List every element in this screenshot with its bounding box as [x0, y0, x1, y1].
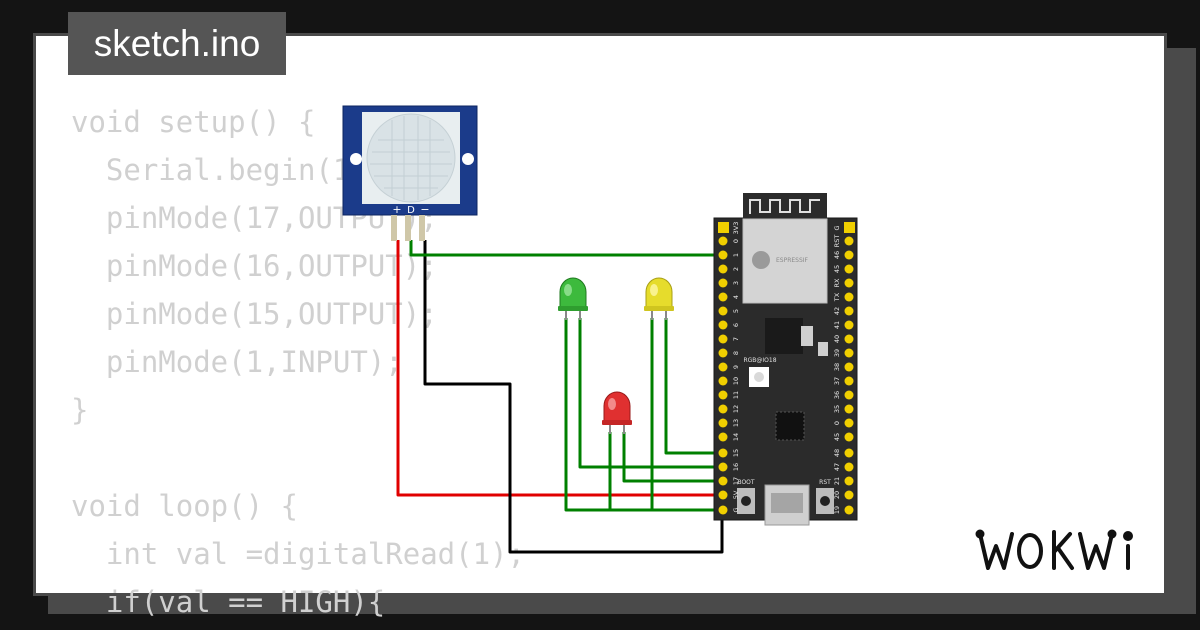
- rst-button-label: RST: [819, 479, 831, 486]
- wire-green-led-cathode[interactable]: [564, 318, 722, 512]
- code-line: if(val == HIGH){: [71, 585, 386, 619]
- pin-label: 48: [833, 449, 841, 457]
- pin-label: 1: [732, 253, 740, 257]
- pin-label: 13: [732, 419, 740, 427]
- pir-pin-gnd-label: −: [420, 203, 429, 216]
- code-line: pinMode(16,OUTPUT);: [71, 249, 438, 283]
- pin-label: 7: [732, 337, 740, 341]
- pin-label: 15: [732, 449, 740, 457]
- pin-label: G: [833, 225, 841, 230]
- led-yellow[interactable]: [644, 277, 674, 320]
- pin-label: 4: [732, 295, 740, 299]
- pin-label: 21: [833, 477, 841, 485]
- pin-label: TX: [833, 292, 841, 302]
- pin-label: 11: [732, 391, 740, 399]
- wokwi-logo: [975, 529, 1133, 570]
- pin-label: 20: [833, 491, 841, 499]
- pir-sensor[interactable]: + D −: [342, 105, 478, 241]
- pin-label: 42: [833, 307, 841, 315]
- led-red[interactable]: [602, 391, 632, 434]
- pir-pin-vcc-label: +: [392, 203, 401, 216]
- pin-label: 17: [732, 477, 740, 485]
- wire-pir-gnd[interactable]: [423, 240, 724, 554]
- pin-label: 0: [732, 239, 740, 243]
- code-line: }: [71, 393, 89, 427]
- boot-button-label: BOOT: [737, 479, 754, 486]
- pin-label: 19: [833, 506, 841, 514]
- wire-pir-data[interactable]: [409, 240, 722, 257]
- code-line: void setup() {: [71, 105, 316, 139]
- pin-label: 3: [732, 281, 740, 285]
- pir-pin-data-label: D: [407, 205, 415, 216]
- pin-label: 2: [732, 267, 740, 271]
- wire-green-led-anode[interactable]: [578, 318, 722, 469]
- pin-label: 41: [833, 321, 841, 329]
- pin-label: 12: [732, 405, 740, 413]
- pin-label: 39: [833, 349, 841, 357]
- pin-label: 0: [833, 421, 841, 425]
- wires: [396, 240, 724, 554]
- wire-pir-vcc[interactable]: [396, 240, 722, 497]
- pin-label: 35: [833, 405, 841, 413]
- code-line: int val =digitalRead(1);: [71, 537, 525, 571]
- pin-label: 46: [833, 251, 841, 259]
- pin-label: 9: [732, 365, 740, 369]
- pin-label: 3V3: [732, 222, 740, 235]
- wire-red-led-anode[interactable]: [622, 432, 722, 483]
- code-line: pinMode(1,INPUT);: [71, 345, 403, 379]
- pin-label: RX: [833, 278, 841, 288]
- pin-label: 14: [732, 433, 740, 441]
- right-pin-header: [844, 222, 855, 515]
- pin-label: 10: [732, 377, 740, 385]
- pin-label: 16: [732, 463, 740, 471]
- pin-label: 37: [833, 377, 841, 385]
- led-green[interactable]: [558, 277, 588, 320]
- pin-label: 5: [732, 309, 740, 313]
- module-label: ESPRESSIF: [776, 257, 809, 264]
- pin-label: 5V: [732, 490, 740, 499]
- esp32-s3-devkit-board[interactable]: ESPRESSIF RGB@IO18 BOOT RST: [713, 193, 858, 526]
- code-line: void loop() {: [71, 489, 298, 523]
- pin-label: 47: [833, 463, 841, 471]
- sketch-title-tab: sketch.ino: [68, 12, 286, 75]
- pin-label: 45: [833, 433, 841, 441]
- pin-label: 38: [833, 363, 841, 371]
- wire-yellow-led-anode[interactable]: [664, 318, 722, 455]
- pin-label: RST: [833, 235, 841, 248]
- rgb-led-label: RGB@IO18: [743, 357, 776, 364]
- pin-label: 45: [833, 265, 841, 273]
- left-pin-header: [718, 222, 729, 515]
- code-line: pinMode(15,OUTPUT);: [71, 297, 438, 331]
- pin-label: G: [732, 507, 740, 512]
- pin-label: 36: [833, 391, 841, 399]
- pin-label: 6: [732, 323, 740, 327]
- pin-label: 40: [833, 335, 841, 343]
- pin-label: 8: [732, 351, 740, 355]
- project-card: void setup() { Serial.begin(115200); pin…: [33, 33, 1167, 619]
